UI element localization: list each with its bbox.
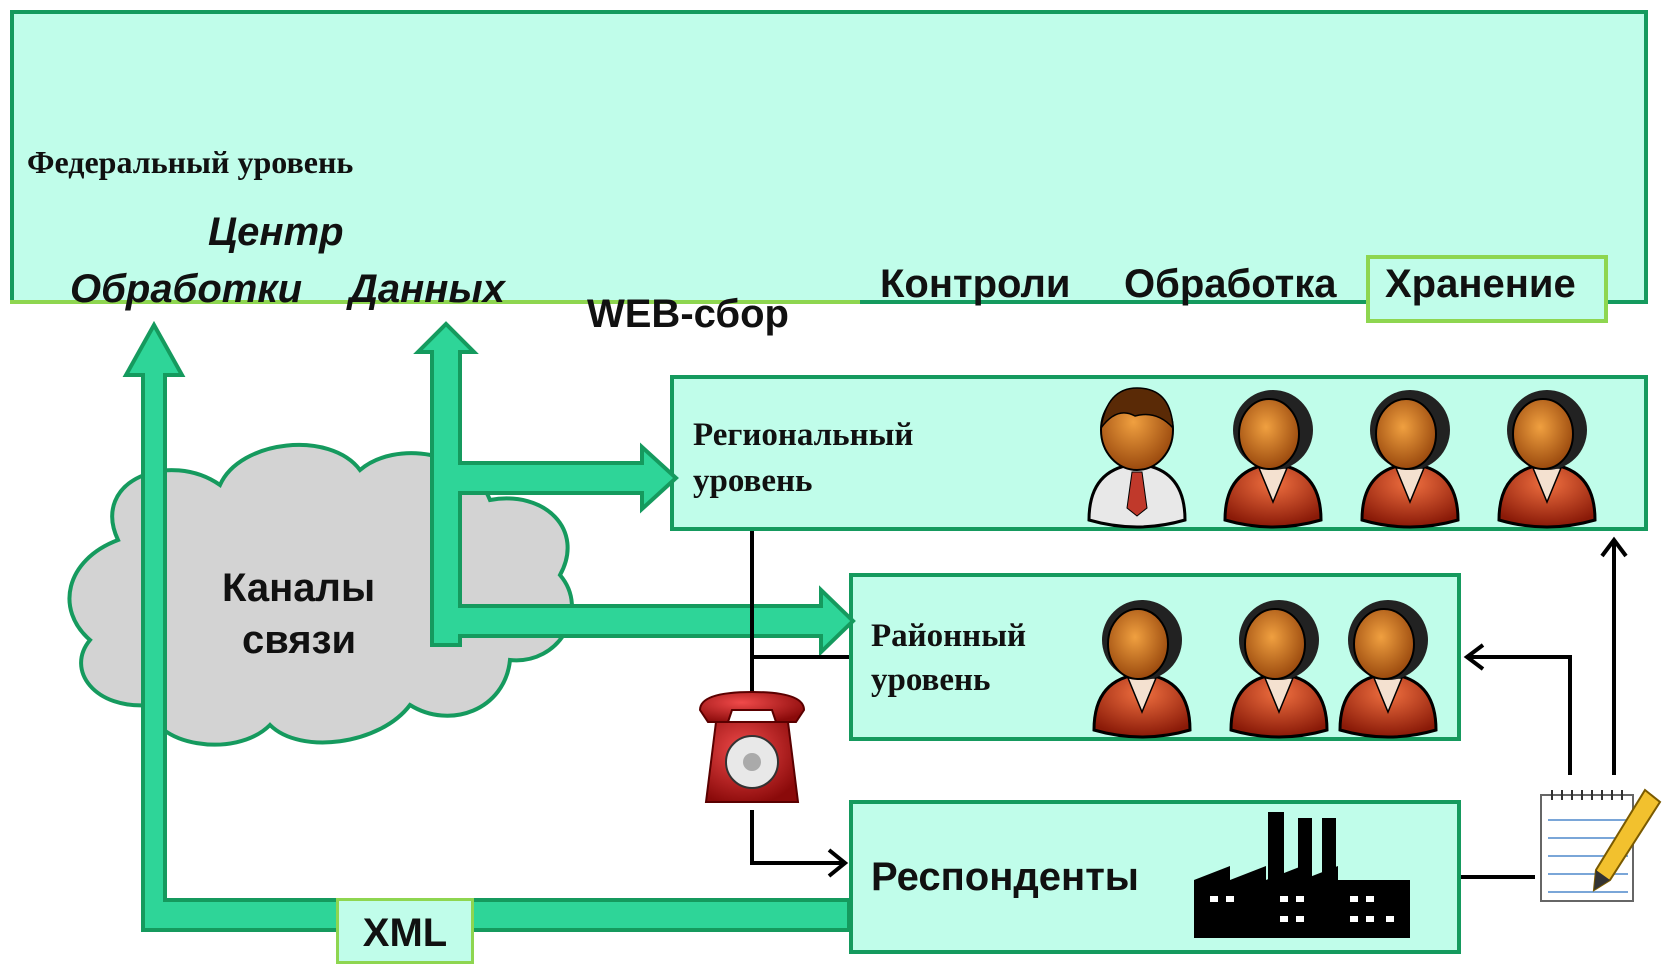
regional-title-line1: Региональный <box>693 417 914 453</box>
processing-label: Обработка <box>1124 262 1337 306</box>
xml-box: XML <box>336 898 474 964</box>
federal-level-box <box>10 10 1648 304</box>
person-icon <box>1360 388 1460 529</box>
storage-label: Хранение <box>1385 262 1576 306</box>
control-label: Контроли <box>880 262 1071 306</box>
storage-box <box>1366 255 1608 323</box>
federal-level-title: Федеральный уровень <box>27 144 354 180</box>
district-title-line1: Районный <box>871 618 1026 654</box>
center-label-processing: Обработки <box>70 267 303 311</box>
respondents-label: Респонденты <box>871 855 1139 899</box>
notepad-pencil-icon <box>1540 788 1662 902</box>
regional-title-line2: уровень <box>693 463 813 499</box>
center-label-line1: Центр <box>208 210 344 254</box>
telephone-icon <box>698 690 806 803</box>
web-collection-label: WEB-сбор <box>587 292 789 336</box>
connector-lines <box>750 531 1628 879</box>
center-label-data: Данных <box>349 267 505 311</box>
data-flow-arrows <box>122 320 856 932</box>
cloud-label-line1: Каналы <box>222 566 376 610</box>
person-icon <box>1338 598 1438 739</box>
person-icon <box>1497 388 1597 529</box>
xml-label: XML <box>362 911 448 955</box>
person-icon <box>1092 598 1192 739</box>
regional-level-title: Региональный уровень <box>693 412 913 504</box>
factory-icon <box>1194 812 1410 938</box>
district-title-line2: уровень <box>871 662 991 698</box>
person-manager-icon <box>1087 387 1187 529</box>
district-level-title: Районный уровень <box>871 614 1026 702</box>
federal-divider <box>10 300 860 304</box>
person-icon <box>1223 388 1323 529</box>
cloud-label-line2: связи <box>242 618 357 662</box>
person-icon <box>1229 598 1329 739</box>
